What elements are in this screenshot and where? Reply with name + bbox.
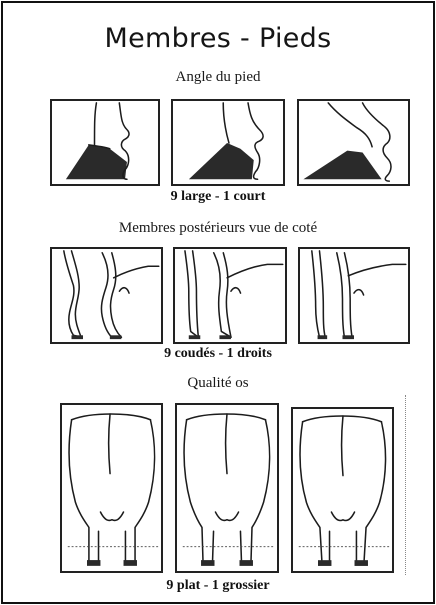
foot-angle-figure-1 — [50, 99, 160, 186]
rear-legs-side-illustration-2 — [175, 249, 285, 342]
section-heading-rear-legs-side: Membres postérieurs vue de coté — [3, 220, 433, 237]
rear-legs-side-illustration-1 — [52, 249, 161, 342]
foot-angle-illustration-3 — [299, 101, 408, 184]
caption-foot-angle: 9 large - 1 court — [3, 189, 433, 205]
right-margin-rule — [405, 395, 406, 575]
rear-legs-side-figure-2 — [173, 247, 287, 344]
bone-quality-illustration-3 — [293, 409, 392, 571]
rear-legs-side-illustration-3 — [300, 249, 408, 342]
foot-angle-figure-3 — [297, 99, 410, 186]
bone-quality-figure-3 — [291, 407, 394, 573]
page-title: Membres - Pieds — [3, 23, 433, 54]
foot-angle-illustration-1 — [52, 101, 158, 184]
bone-quality-figure-2 — [175, 403, 279, 573]
section-heading-bone-quality: Qualité os — [3, 375, 433, 392]
bone-quality-illustration-2 — [177, 405, 277, 571]
section-heading-foot-angle: Angle du pied — [3, 69, 433, 86]
foot-angle-figure-2 — [171, 99, 285, 186]
rear-legs-side-figure-3 — [298, 247, 410, 344]
bone-quality-illustration-1 — [62, 405, 161, 571]
rear-legs-side-figure-1 — [50, 247, 163, 344]
caption-rear-legs-side: 9 coudés - 1 droits — [3, 346, 433, 362]
caption-bone-quality: 9 plat - 1 grossier — [3, 578, 433, 594]
bone-quality-figure-1 — [60, 403, 163, 573]
foot-angle-illustration-2 — [173, 101, 283, 184]
